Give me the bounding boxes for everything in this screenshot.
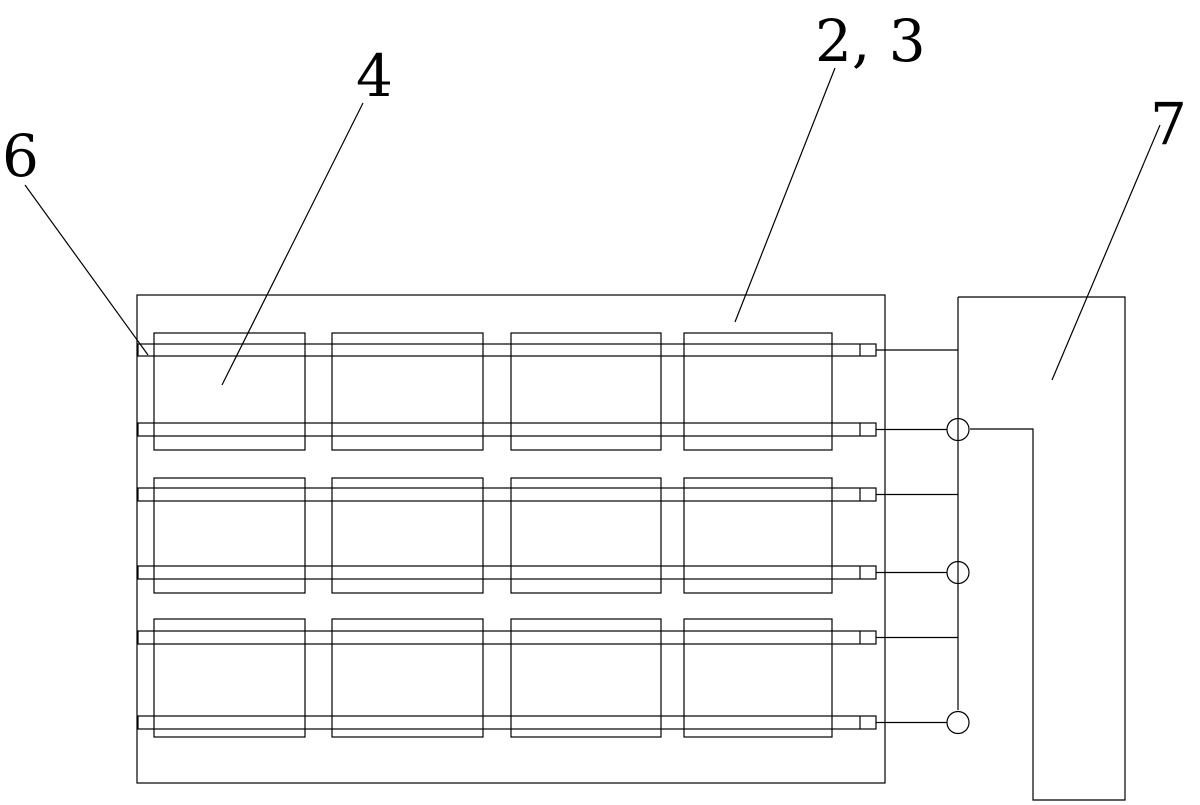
rod-5 bbox=[137, 630, 877, 645]
panel-grid bbox=[153, 332, 833, 738]
connector-circle-1 bbox=[946, 417, 970, 442]
leader-line-4 bbox=[221, 102, 364, 386]
rod-4 bbox=[137, 565, 877, 580]
reference-label-7: 7 bbox=[1150, 90, 1187, 158]
panel-r3-c1 bbox=[153, 618, 306, 738]
connector-circle-3 bbox=[946, 710, 970, 735]
main-frame bbox=[136, 294, 886, 784]
panel-r3-c4 bbox=[683, 618, 833, 738]
rod-3 bbox=[137, 487, 877, 502]
connector-circle-2 bbox=[946, 560, 970, 585]
connector-group bbox=[946, 417, 970, 735]
panel-r2-c3 bbox=[510, 477, 662, 594]
panel-r3-c3 bbox=[510, 618, 662, 738]
rod-1 bbox=[137, 343, 877, 357]
leader-line-2-3 bbox=[734, 67, 836, 323]
panel-r1-c1 bbox=[153, 332, 306, 451]
leader-line-6 bbox=[24, 184, 149, 356]
leader-line-7 bbox=[1051, 124, 1161, 381]
reference-label-6: 6 bbox=[2, 122, 39, 190]
panel-r1-c3 bbox=[510, 332, 662, 451]
panel-r3-c2 bbox=[331, 618, 484, 738]
panel-r1-c4 bbox=[683, 332, 833, 451]
controller-box bbox=[958, 296, 1126, 801]
rod-group bbox=[137, 343, 958, 730]
reference-label-4: 4 bbox=[356, 42, 393, 110]
rod-2 bbox=[137, 422, 877, 437]
panel-r1-c2 bbox=[331, 332, 484, 451]
panel-r2-c4 bbox=[683, 477, 833, 594]
panel-r2-c2 bbox=[331, 477, 484, 594]
panel-r2-c1 bbox=[153, 477, 306, 594]
rod-6 bbox=[137, 715, 877, 730]
reference-label-2-3: 2, 3 bbox=[815, 7, 926, 75]
